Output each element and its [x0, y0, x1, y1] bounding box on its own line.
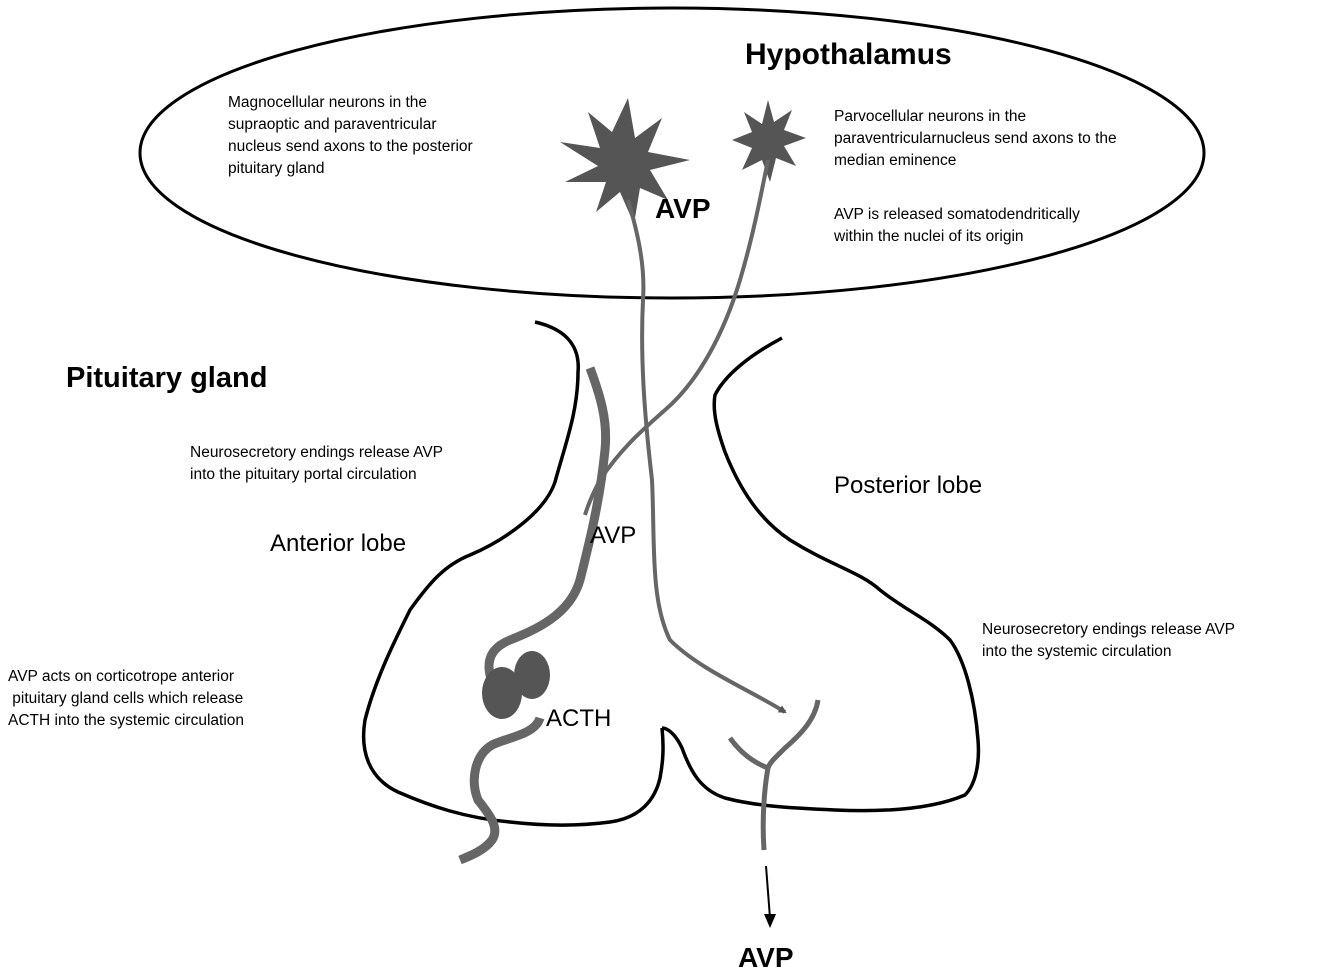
anterior-lobe-label: Anterior lobe [270, 530, 406, 558]
avp-systemic-label: AVP [738, 942, 794, 974]
somatodendritic-note: AVP is released somatodendritically with… [834, 204, 1080, 248]
posterior-lobe-outline [662, 338, 978, 811]
avp-hypothalamus-label: AVP [655, 193, 711, 225]
portal-release-note: Neurosecretory endings release AVP into … [190, 442, 443, 486]
anterior-lobe-outline [364, 322, 663, 825]
avp-median-eminence-label: AVP [590, 522, 636, 550]
hypothalamus-title: Hypothalamus [745, 38, 952, 72]
pituitary-gland-title: Pituitary gland [66, 362, 267, 395]
parvocellular-note: Parvocellular neurons in the paraventric… [834, 106, 1117, 172]
posterior-ending-branch-right [768, 700, 818, 768]
avp-outflow-arrowhead [764, 914, 776, 928]
corticotrope-cell-icon [514, 651, 550, 699]
magnocellular-axon [628, 200, 785, 712]
posterior-lobe-label: Posterior lobe [834, 472, 982, 500]
acth-vessel [460, 718, 540, 860]
magnocellular-note: Magnocellular neurons in the supraoptic … [228, 92, 473, 180]
portal-vessel [489, 368, 606, 682]
posterior-ending-stem [763, 768, 768, 850]
acth-label: ACTH [546, 705, 611, 733]
avp-outflow-arrow [766, 866, 770, 918]
posterior-ending-branch-left [730, 738, 768, 768]
systemic-release-note: Neurosecretory endings release AVP into … [982, 619, 1235, 663]
parvocellular-neuron-icon [732, 100, 806, 182]
corticotrope-note: AVP acts on corticotrope anterior pituit… [8, 666, 244, 732]
